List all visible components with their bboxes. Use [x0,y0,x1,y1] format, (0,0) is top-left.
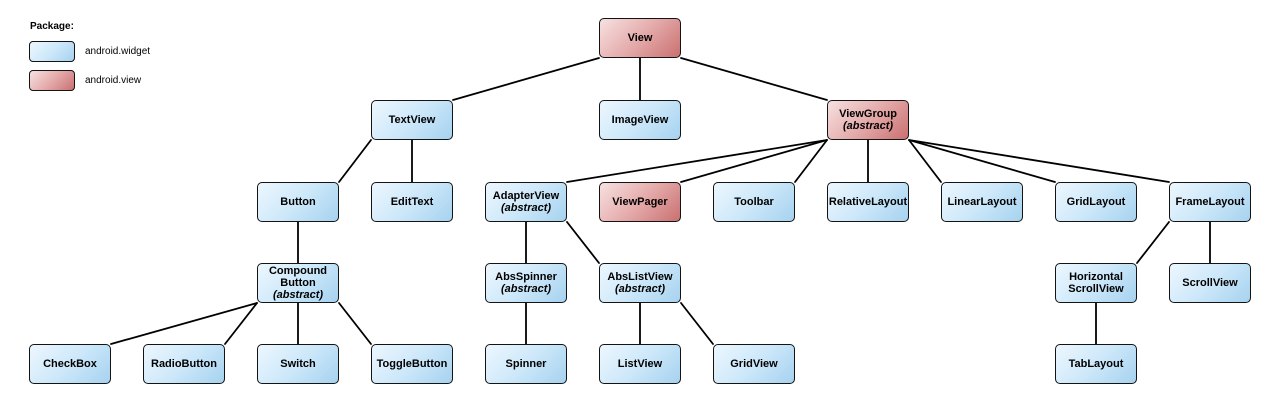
node-label: AbsListView [607,271,673,283]
edge-compoundbutton-togglebutton [338,302,372,345]
node-label: GridView [730,358,778,370]
node-label: ViewGroup [839,108,897,120]
edge-viewgroup-framelayout [908,139,1170,183]
node-label: View [627,32,653,44]
node-compoundbutton: Compound Button(abstract) [257,263,339,303]
edge-viewgroup-viewpager [680,139,828,183]
node-label: ToggleButton [376,358,448,370]
node-sublabel: (abstract) [614,283,666,295]
edge-abslistview-gridview [680,302,714,345]
edge-framelayout-horizontalscrollview [1136,221,1170,264]
node-label: TextView [388,114,436,126]
node-label: EditText [390,196,434,208]
node-label: ListView [617,358,663,370]
edge-compoundbutton-radiobutton [224,302,258,345]
node-button: Button [257,182,339,222]
legend-swatch-android-widget [29,41,75,62]
node-label: ScrollView [1182,277,1238,289]
legend-swatch-android-view [29,70,75,91]
edge-view-viewgroup [680,57,828,101]
node-label: CheckBox [43,358,97,370]
node-toolbar: Toolbar [713,182,795,222]
legend-label-android-widget: android.widget [85,46,151,57]
node-view: View [599,18,681,58]
node-label: AbsSpinner [495,271,557,283]
node-label: TabLayout [1068,358,1124,370]
node-label: Horizontal ScrollView [1068,271,1124,295]
edge-viewgroup-linearlayout [908,139,942,183]
node-gridlayout: GridLayout [1055,182,1137,222]
node-label: Toolbar [734,196,774,208]
edge-compoundbutton-checkbox [110,302,258,345]
edge-textview-button [338,139,372,183]
node-label: ViewPager [612,196,668,208]
node-viewgroup: ViewGroup(abstract) [827,100,909,140]
node-tablayout: TabLayout [1055,344,1137,384]
node-label: FrameLayout [1175,196,1245,208]
node-absspinner: AbsSpinner(abstract) [485,263,567,303]
node-listview: ListView [599,344,681,384]
node-label: Spinner [505,358,547,370]
edge-viewgroup-toolbar [794,139,828,183]
node-adapterview: AdapterView(abstract) [485,182,567,222]
node-gridview: GridView [713,344,795,384]
node-abslistview: AbsListView(abstract) [599,263,681,303]
node-label: RadioButton [151,358,217,370]
legend-title: Package: [30,21,74,32]
node-radiobutton: RadioButton [143,344,225,384]
node-sublabel: (abstract) [500,202,552,214]
node-checkbox: CheckBox [29,344,111,384]
node-switch: Switch [257,344,339,384]
edge-viewgroup-gridlayout [908,139,1056,183]
node-label: Switch [280,358,316,370]
edge-adapterview-abslistview [566,221,600,264]
node-label: AdapterView [492,190,560,202]
node-viewpager: ViewPager [599,182,681,222]
node-imageview: ImageView [599,100,681,140]
edge-view-textview [452,57,600,101]
node-spinner: Spinner [485,344,567,384]
node-framelayout: FrameLayout [1169,182,1251,222]
node-label: LinearLayout [947,196,1017,208]
node-relativelayout: RelativeLayout [827,182,909,222]
node-label: Button [280,196,316,208]
node-sublabel: (abstract) [842,120,894,132]
node-label: RelativeLayout [828,196,908,208]
node-togglebutton: ToggleButton [371,344,453,384]
legend-label-android-view: android.view [85,75,142,86]
node-sublabel: (abstract) [272,289,324,301]
node-label: ImageView [611,114,669,126]
node-label: Compound Button [268,265,328,289]
node-label: GridLayout [1066,196,1126,208]
edge-viewgroup-adapterview [566,139,828,183]
node-edittext: EditText [371,182,453,222]
node-textview: TextView [371,100,453,140]
node-scrollview: ScrollView [1169,263,1251,303]
node-sublabel: (abstract) [500,283,552,295]
node-linearlayout: LinearLayout [941,182,1023,222]
node-horizontalscrollview: Horizontal ScrollView [1055,263,1137,303]
